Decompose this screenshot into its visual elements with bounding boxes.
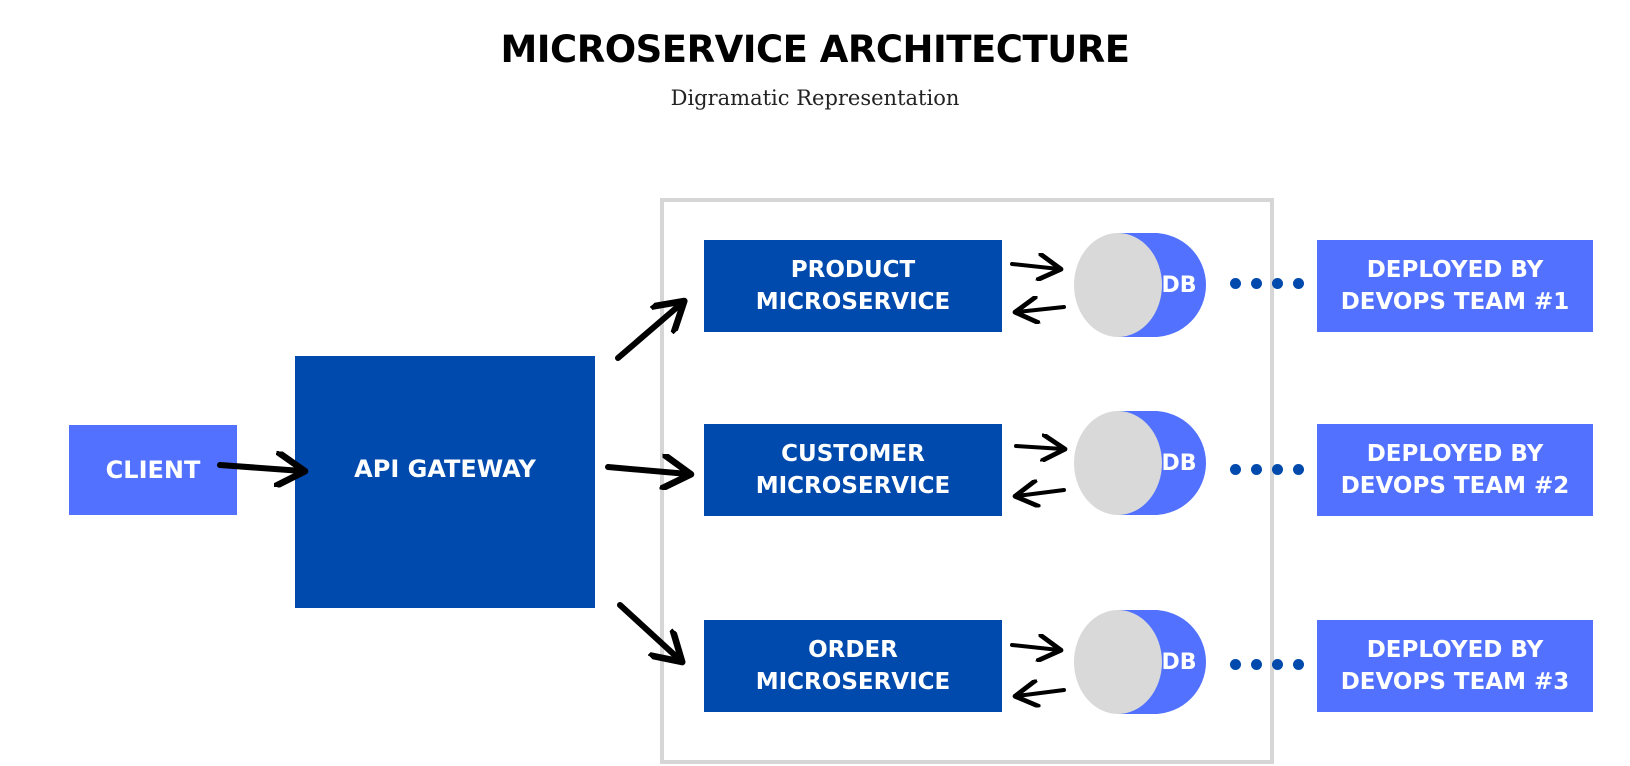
- product-db-label: DB: [1161, 272, 1197, 298]
- order-microservice-box: ORDER MICROSERVICE: [704, 620, 1002, 712]
- gateway-to-product-arrow: [615, 303, 682, 361]
- api-gateway-box: API GATEWAY: [295, 356, 595, 608]
- gateway-to-customer-arrow: [605, 467, 688, 474]
- client-label: CLIENT: [105, 456, 201, 484]
- team-1-box: DEPLOYED BY DEVOPS TEAM #1: [1317, 240, 1593, 332]
- customer-to-db-arrow: [1014, 446, 1063, 449]
- product-microservice-label: PRODUCT MICROSERVICE: [755, 257, 951, 315]
- team-3-box: DEPLOYED BY DEVOPS TEAM #3: [1317, 620, 1593, 712]
- db-to-customer-arrow: [1017, 490, 1066, 496]
- order-microservice-label: ORDER MICROSERVICE: [755, 637, 951, 695]
- product-to-db-arrow: [1010, 264, 1059, 269]
- product-db-icon: DB: [1074, 233, 1206, 337]
- customer-db-label: DB: [1161, 450, 1197, 476]
- team-3-label: DEPLOYED BY DEVOPS TEAM #3: [1340, 637, 1570, 695]
- customer-microservice-label: CUSTOMER MICROSERVICE: [755, 441, 951, 499]
- db-to-order-arrow: [1017, 690, 1066, 696]
- client-to-gateway-arrow: [217, 465, 302, 471]
- diagram-subtitle: Digramatic Representation: [670, 86, 960, 110]
- customer-microservice-box: CUSTOMER MICROSERVICE: [704, 424, 1002, 516]
- customer-connector-dots: [1230, 464, 1304, 476]
- order-connector-dots: [1230, 659, 1304, 671]
- client-box: CLIENT: [69, 425, 237, 515]
- team-2-box: DEPLOYED BY DEVOPS TEAM #2: [1317, 424, 1593, 516]
- gateway-to-order-arrow: [617, 602, 680, 660]
- diagram-title: MICROSERVICE ARCHITECTURE: [500, 28, 1130, 71]
- customer-db-icon: DB: [1074, 411, 1206, 515]
- order-db-label: DB: [1161, 649, 1197, 675]
- order-db-icon: DB: [1074, 610, 1206, 714]
- db-to-product-arrow: [1017, 307, 1066, 312]
- product-connector-dots: [1230, 278, 1304, 290]
- team-1-label: DEPLOYED BY DEVOPS TEAM #1: [1340, 257, 1570, 315]
- order-to-db-arrow: [1010, 645, 1059, 650]
- api-gateway-label: API GATEWAY: [354, 455, 536, 483]
- product-microservice-box: PRODUCT MICROSERVICE: [704, 240, 1002, 332]
- team-2-label: DEPLOYED BY DEVOPS TEAM #2: [1340, 441, 1570, 499]
